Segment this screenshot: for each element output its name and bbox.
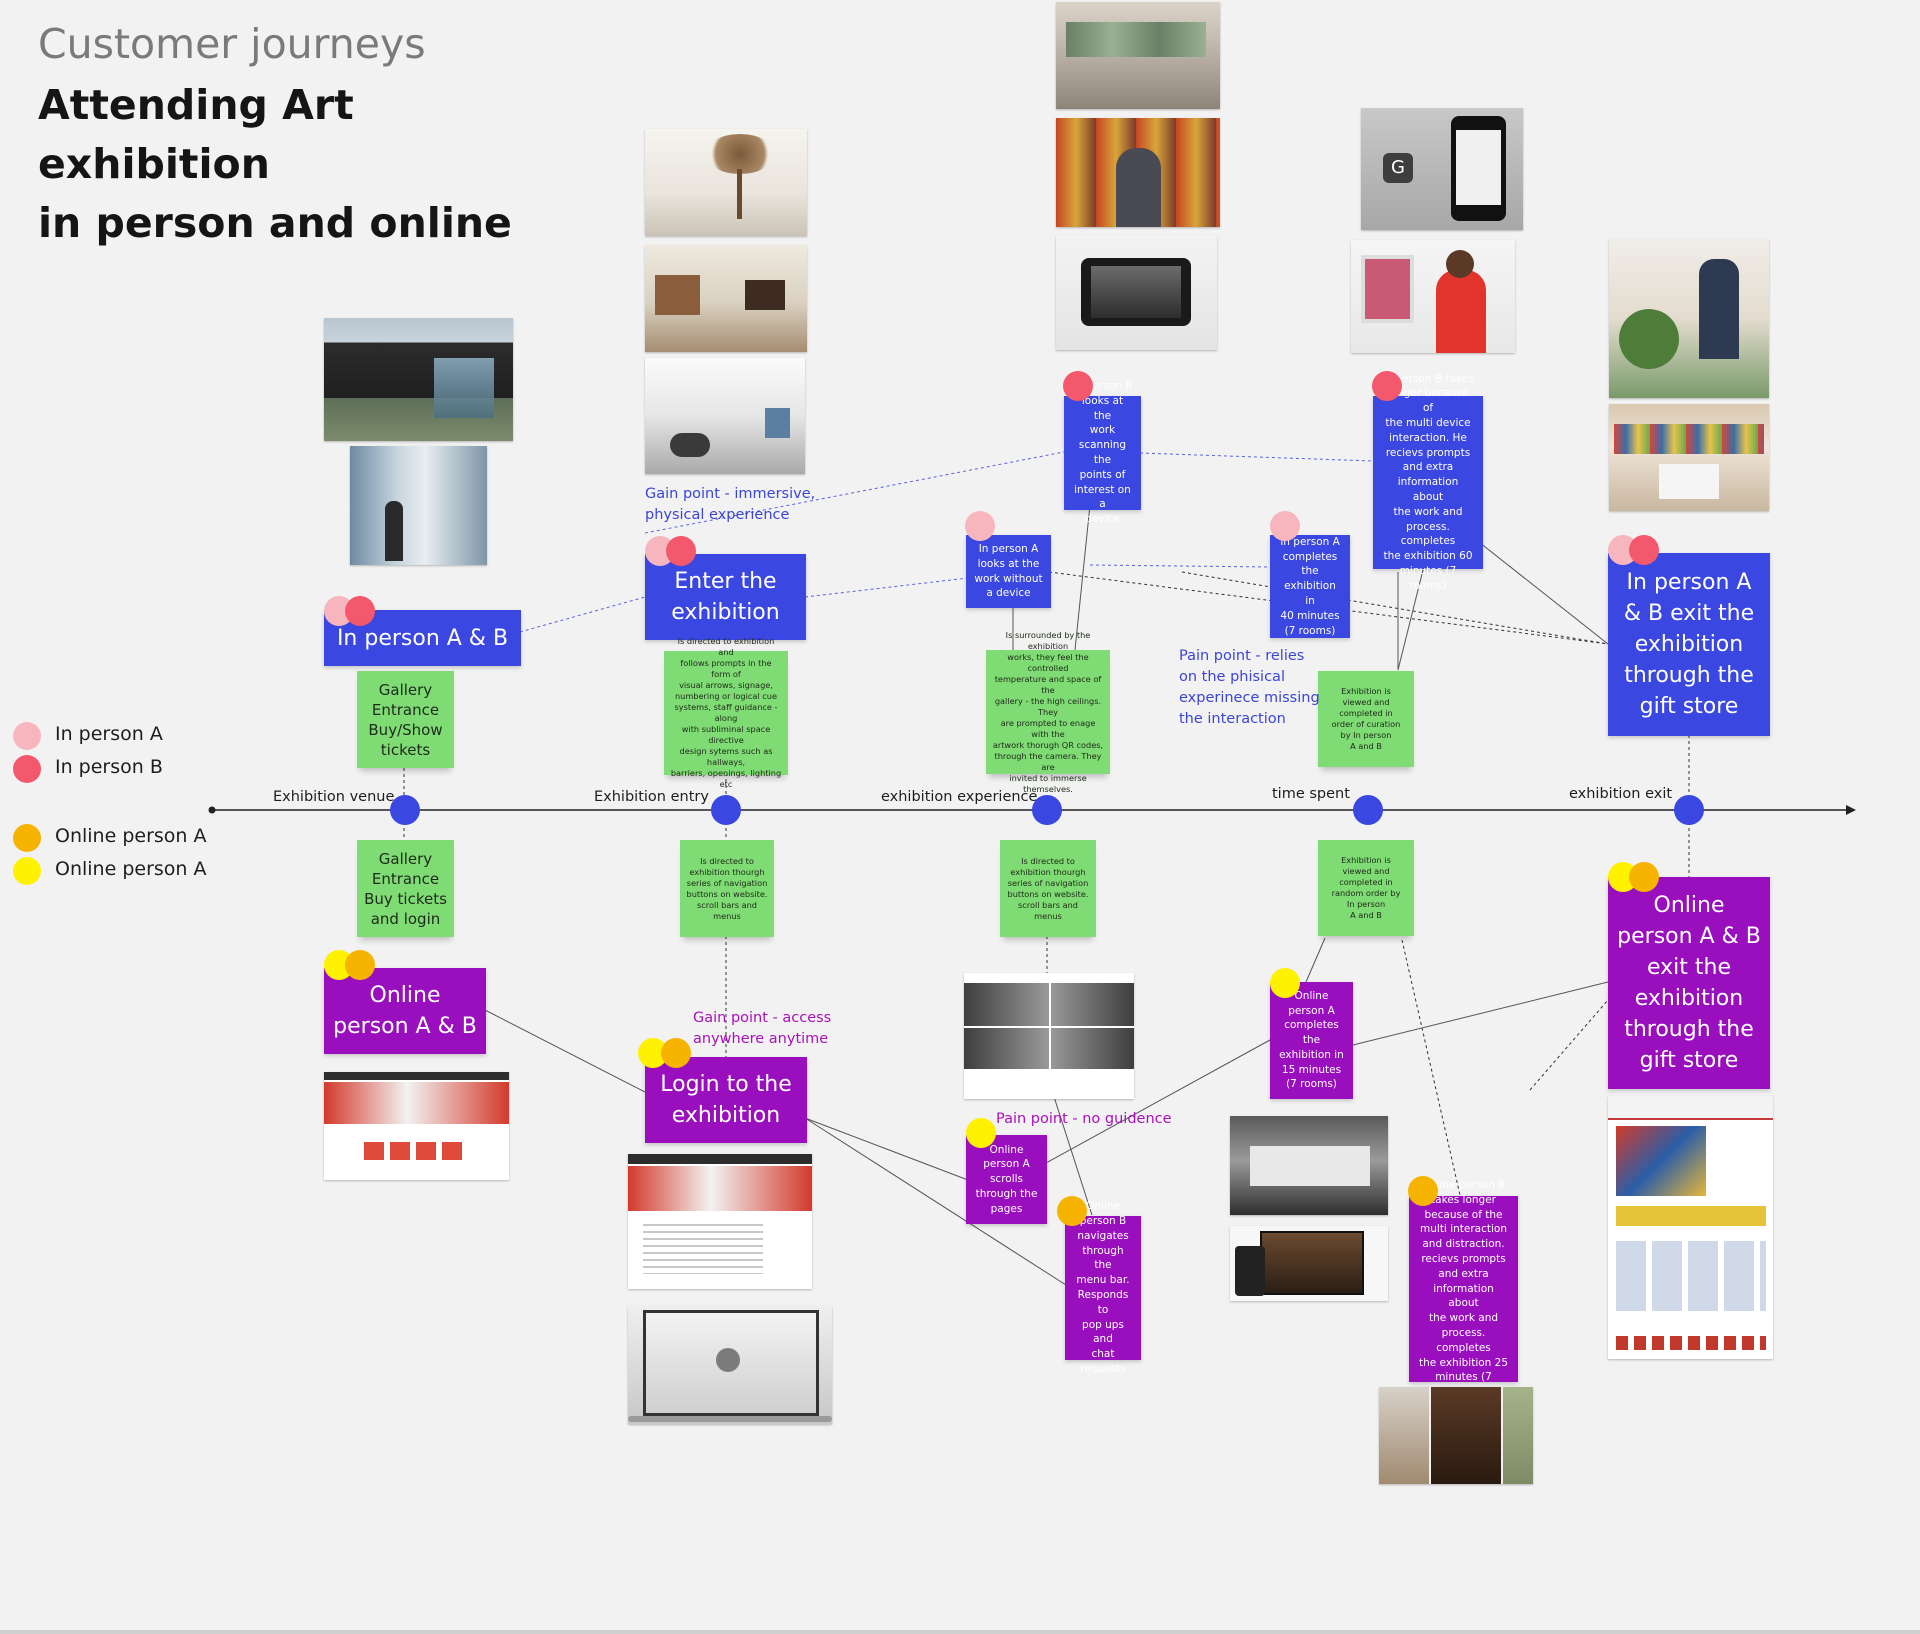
photo-phone-ar-scan bbox=[1056, 236, 1217, 350]
photo-selfie-artwork bbox=[1056, 118, 1220, 227]
photo-gallery-interior-tree bbox=[645, 129, 807, 236]
photo-gift-store-interior bbox=[1609, 404, 1769, 511]
legend-dot-in-person-b bbox=[13, 755, 41, 783]
persona-dot-in-person-b bbox=[1372, 371, 1402, 401]
page-title-line-2: in person and online bbox=[38, 199, 512, 247]
sticky-online-venue[interactable]: Gallery Entrance Buy tickets and login bbox=[357, 840, 454, 937]
card-in-person-ab-exit[interactable]: In person A & B exit the exhibition thro… bbox=[1608, 553, 1770, 736]
stage-label-venue: Exhibition venue bbox=[273, 789, 395, 805]
sticky-in-person-time-spent[interactable]: Exhibition is viewed and completed in or… bbox=[1318, 671, 1414, 767]
persona-dot-online-yellow bbox=[1270, 968, 1300, 998]
page-subtitle: Customer journeys bbox=[38, 20, 426, 68]
stage-marker-experience[interactable] bbox=[1032, 795, 1062, 825]
persona-dot-in-person-b bbox=[1063, 371, 1093, 401]
photo-visitor-scanning-painting bbox=[1351, 240, 1515, 353]
page-title: Attending Art exhibition in person and o… bbox=[38, 76, 598, 253]
screenshot-virtual-tour-map bbox=[1379, 1387, 1533, 1484]
screenshot-online-gift-store bbox=[1608, 1096, 1773, 1359]
persona-dot-online-orange bbox=[345, 950, 375, 980]
note-pain-point-physical: Pain point - relies on the phisical expe… bbox=[1179, 648, 1320, 727]
photo-gallery-entrance-doors bbox=[350, 446, 487, 565]
note-gain-point-immersive: Gain point - immersive, physical experie… bbox=[645, 486, 816, 523]
photo-gift-store-shoppers bbox=[1609, 239, 1769, 398]
note-pain-point-no-guidence: Pain point - no guidence bbox=[996, 1111, 1172, 1127]
legend-dot-online-a-orange bbox=[13, 824, 41, 852]
photo-gallery-wide-windows bbox=[1056, 2, 1220, 109]
persona-dot-in-person-a bbox=[965, 511, 995, 541]
legend-dot-in-person-a bbox=[13, 722, 41, 750]
card-online-ab-exit[interactable]: Online person A & B exit the exhibition … bbox=[1608, 877, 1770, 1089]
card-in-person-b-scanning[interactable]: In person B looks at the work scanning t… bbox=[1064, 380, 1141, 525]
screenshot-website-login bbox=[628, 1154, 812, 1289]
page-title-line-1: Attending Art exhibition bbox=[38, 81, 354, 188]
card-online-login[interactable]: Login to the exhibition bbox=[645, 1057, 807, 1143]
sticky-online-entry[interactable]: Is directed to exhibition thourgh series… bbox=[680, 840, 774, 937]
photo-gallery-interior-lobby bbox=[645, 245, 807, 352]
card-in-person-a-no-device[interactable]: In person A looks at the work without a … bbox=[966, 535, 1051, 608]
sticky-online-time-spent[interactable]: Exhibition is viewed and completed in ra… bbox=[1318, 840, 1414, 936]
legend-dot-online-a-yellow bbox=[13, 857, 41, 885]
persona-dot-online-orange bbox=[1629, 862, 1659, 892]
timeline-arrowhead bbox=[1846, 805, 1856, 815]
persona-dot-online-yellow bbox=[966, 1118, 996, 1148]
sticky-in-person-experience[interactable]: Is surrounded by the exhibition works, t… bbox=[986, 630, 1110, 794]
persona-dot-in-person-b bbox=[1629, 535, 1659, 565]
stage-marker-venue[interactable] bbox=[390, 795, 420, 825]
screenshot-virtual-gallery-room bbox=[1230, 1116, 1388, 1215]
stage-marker-time-spent[interactable] bbox=[1353, 795, 1383, 825]
stage-label-experience: exhibition experience bbox=[881, 789, 1038, 805]
card-online-b-navigates[interactable]: Online person B navigates through the me… bbox=[1065, 1200, 1141, 1375]
card-in-person-a-completes[interactable]: In person A completes the exhibition in … bbox=[1270, 535, 1350, 638]
legend-label-online-a-yellow: Online person A bbox=[55, 858, 207, 880]
screenshot-multi-device-gallery bbox=[1230, 1226, 1388, 1301]
persona-dot-online-orange bbox=[1408, 1176, 1438, 1206]
persona-dot-in-person-a bbox=[1270, 511, 1300, 541]
stage-label-exit: exhibition exit bbox=[1569, 786, 1673, 802]
card-in-person-b-longer[interactable]: In person B takes longer because of the … bbox=[1373, 373, 1483, 592]
persona-dot-online-orange bbox=[1057, 1196, 1087, 1226]
sticky-in-person-entry[interactable]: Is directed to exhibition and follows pr… bbox=[664, 636, 788, 789]
persona-dot-online-orange bbox=[661, 1038, 691, 1068]
photo-smartphone-app: G bbox=[1361, 108, 1523, 230]
sticky-in-person-venue[interactable]: Gallery Entrance Buy/Show tickets bbox=[357, 671, 454, 768]
timeline-start-dot bbox=[208, 806, 216, 814]
stage-marker-entry[interactable] bbox=[711, 795, 741, 825]
legend-label-in-person-b: In person B bbox=[55, 756, 163, 778]
sticky-online-experience[interactable]: Is directed to exhibition thourgh series… bbox=[1000, 840, 1096, 937]
card-online-b-longer[interactable]: Online person B takes longer because of … bbox=[1409, 1179, 1518, 1398]
legend-label-online-a-orange: Online person A bbox=[55, 825, 207, 847]
screenshot-website-venue bbox=[324, 1072, 509, 1180]
canvas-bottom-border bbox=[0, 1630, 1920, 1634]
photo-gallery-building-exterior bbox=[324, 318, 513, 441]
persona-dot-in-person-b bbox=[666, 536, 696, 566]
card-online-a-scrolls[interactable]: Online person A scrolls through the page… bbox=[966, 1135, 1047, 1224]
stage-label-time-spent: time spent bbox=[1272, 786, 1350, 802]
photo-gallery-interior-motorbike bbox=[645, 358, 805, 474]
card-online-a-completes[interactable]: Online person A completes the exhibition… bbox=[1270, 982, 1353, 1099]
screenshot-motorbike-video bbox=[964, 973, 1134, 1099]
note-gain-point-access: Gain point - access anywhere anytime bbox=[693, 1010, 832, 1047]
card-online-ab-venue[interactable]: Online person A & B bbox=[324, 968, 486, 1054]
persona-dot-in-person-b bbox=[345, 596, 375, 626]
stage-label-entry: Exhibition entry bbox=[594, 789, 709, 805]
stage-marker-exit[interactable] bbox=[1674, 795, 1704, 825]
card-in-person-enter-exhibition[interactable]: Enter the exhibition bbox=[645, 554, 806, 640]
screenshot-virtual-gallery-laptop bbox=[628, 1306, 832, 1424]
legend-label-in-person-a: In person A bbox=[55, 723, 163, 745]
